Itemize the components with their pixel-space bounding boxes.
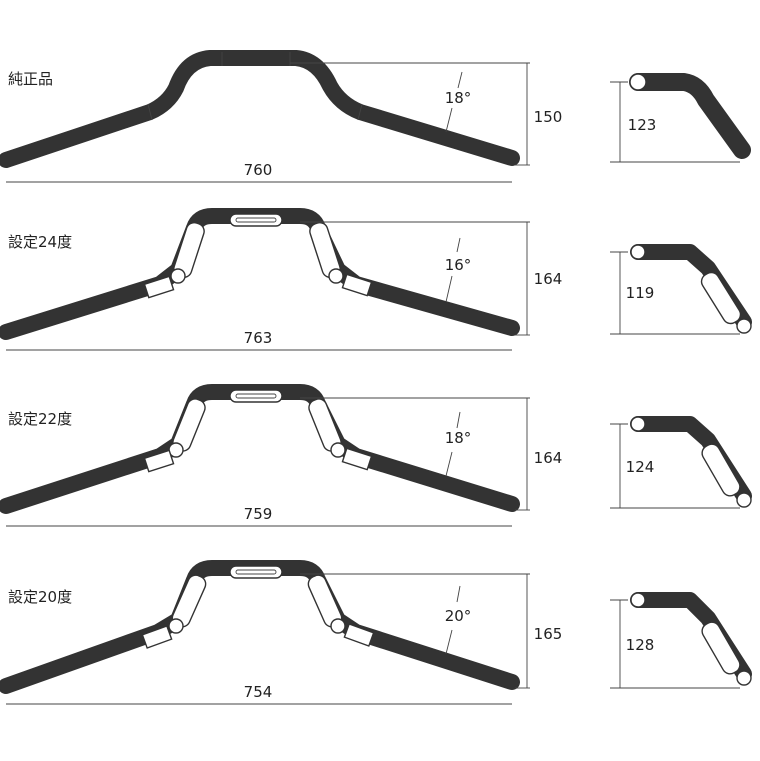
width-dimension: 763 [244, 329, 273, 347]
variant-row-22deg: 設定22度 759 164 18° [0, 384, 752, 527]
side-height-dimension: 123 [628, 116, 657, 134]
dimension-lines [6, 221, 530, 351]
variant-row-24deg: 設定24度 763 164 16° [0, 208, 752, 351]
height-dimension: 165 [534, 625, 563, 643]
front-view-handlebar [0, 50, 520, 168]
variant-label: 設定22度 [8, 410, 72, 428]
side-view-handlebar [610, 73, 751, 163]
variant-row-20deg: 設定20度 754 165 20° [0, 560, 752, 705]
width-dimension: 759 [244, 505, 273, 523]
dimension-lines [6, 573, 530, 705]
width-dimension: 754 [244, 683, 273, 701]
side-view-handlebar [610, 592, 752, 689]
front-view-handlebar [0, 384, 520, 514]
side-view-handlebar [610, 416, 752, 509]
angle-dimension: 16° [445, 256, 472, 274]
dimension-lines [6, 397, 530, 527]
width-dimension: 760 [244, 161, 273, 179]
angle-dimension: 20° [445, 607, 472, 625]
variant-row-stock: 純正品 760 150 18° 123 [0, 50, 751, 183]
variant-label: 設定24度 [8, 233, 72, 251]
variant-label: 設定20度 [8, 588, 72, 606]
angle-dimension: 18° [445, 89, 472, 107]
front-view-handlebar [0, 560, 520, 694]
height-dimension: 150 [534, 108, 563, 126]
front-view-handlebar [0, 208, 520, 340]
side-height-dimension: 119 [626, 284, 655, 302]
height-dimension: 164 [534, 449, 563, 467]
dimension-lines [6, 62, 530, 183]
height-dimension: 164 [534, 270, 563, 288]
angle-dimension: 18° [445, 429, 472, 447]
variant-label: 純正品 [8, 70, 53, 88]
side-height-dimension: 124 [626, 458, 655, 476]
side-height-dimension: 128 [626, 636, 655, 654]
side-view-handlebar [610, 244, 752, 335]
